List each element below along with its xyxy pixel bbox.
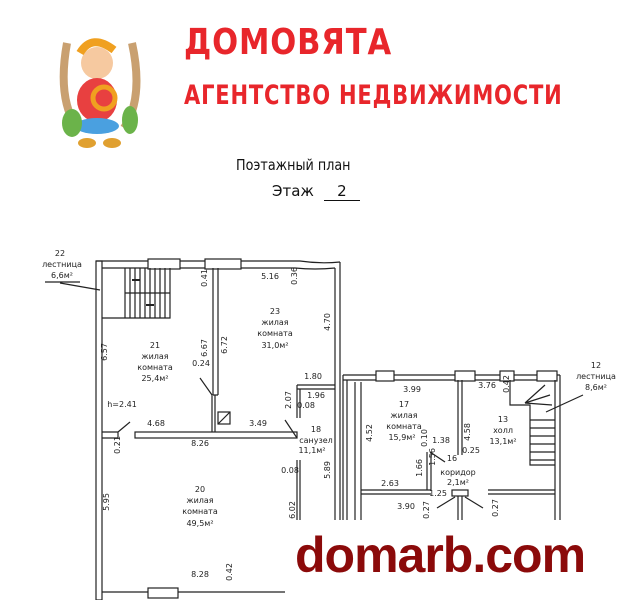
- dimension: 0.10: [420, 429, 429, 447]
- room-16-area: 2,1м²: [447, 478, 469, 487]
- room-22-number: 22: [54, 249, 66, 258]
- room-12-number: 12: [590, 361, 602, 370]
- dimension: 4.68: [147, 419, 165, 428]
- dimension: 0.42: [225, 563, 234, 581]
- room-23-type: жилая: [261, 318, 289, 327]
- dimension: 1.66: [415, 459, 424, 477]
- dimension: 0.21: [113, 436, 122, 454]
- room-22-type: лестница: [42, 260, 82, 269]
- dimension: 8.28: [191, 570, 209, 579]
- room-17-number: 17: [398, 400, 410, 409]
- room-12-type: лестница: [576, 372, 616, 381]
- dimension: 0.41: [200, 269, 209, 287]
- dimension: 0.36: [290, 267, 299, 285]
- dimension: 3.76: [478, 381, 496, 390]
- dimension: 8.26: [191, 439, 209, 448]
- room-20-area: 49,5м²: [186, 519, 214, 528]
- room-12-area: 8,6м²: [585, 383, 607, 392]
- room-21-type2: комната: [137, 363, 173, 372]
- floor-label-text: Этаж: [272, 182, 314, 200]
- dimension: 1.25: [429, 489, 447, 498]
- dimension: 0.42: [502, 375, 511, 393]
- dimension: 0.25: [462, 446, 480, 455]
- dimension: 3.90: [397, 502, 415, 511]
- dimension: 6.67: [200, 339, 209, 357]
- room-13-number: 13: [497, 415, 509, 424]
- dimension: 0.08: [281, 466, 299, 475]
- dimension: 0.08: [297, 401, 315, 410]
- room-17-type2: комната: [386, 422, 422, 431]
- dimension: 5.95: [102, 493, 111, 511]
- dimension: 4.58: [463, 423, 472, 441]
- dimension: 1.80: [304, 372, 322, 381]
- floor-number: 2: [323, 182, 360, 201]
- room-23-number: 23: [269, 307, 281, 316]
- mascot-logo: [59, 38, 141, 148]
- dimension: 1.56: [428, 448, 437, 466]
- room-16-number: 16: [446, 454, 458, 463]
- dimension: 6.57: [100, 343, 109, 361]
- room-20-number: 20: [194, 485, 206, 494]
- room-18-area: 11,1м²: [298, 446, 326, 455]
- dimension: 3.49: [249, 419, 267, 428]
- room-21-type: жилая: [141, 352, 169, 361]
- floor-label: Этаж 2: [272, 182, 360, 201]
- room-22-area: 6,6м²: [51, 271, 73, 280]
- room-18-number: 18: [310, 425, 322, 434]
- dimension: 2.07: [284, 391, 293, 409]
- room-16-type: коридор: [440, 468, 476, 477]
- room-21-area: 25,4м²: [141, 374, 169, 383]
- dimension: 6.72: [220, 336, 229, 354]
- dimension: 5.16: [261, 272, 279, 281]
- room-20-type: жилая: [186, 496, 214, 505]
- room-23-area: 31,0м²: [261, 341, 289, 350]
- dimension: 0.27: [491, 499, 500, 517]
- plan-title: Поэтажный план: [236, 156, 351, 174]
- dimension: 0.24: [192, 359, 210, 368]
- dimension: 4.52: [365, 424, 374, 442]
- dimension: 1.38: [432, 436, 450, 445]
- brand-subtitle: АГЕНТСТВО НЕДВИЖИМОСТИ: [184, 80, 563, 111]
- room-17-area: 15,9м²: [388, 433, 416, 442]
- dimension: 5.89: [323, 461, 332, 479]
- dimension: 4.70: [323, 313, 332, 331]
- room-17-type: жилая: [390, 411, 418, 420]
- dimension: 1.96: [307, 391, 325, 400]
- brand-name: ДОМОВЯТА: [184, 22, 392, 63]
- dimension: 3.99: [403, 385, 421, 394]
- dimension: 6.02: [288, 501, 297, 519]
- room-18-type: санузел: [299, 436, 333, 445]
- watermark-text: domarb.com: [295, 527, 586, 583]
- room-23-type2: комната: [257, 329, 293, 338]
- dimension: 0.27: [422, 501, 431, 519]
- room-13-type: холл: [493, 426, 513, 435]
- dimension: 2.63: [381, 479, 399, 488]
- room-21-number: 21: [149, 341, 161, 350]
- watermark: domarb.com: [285, 520, 630, 600]
- ceiling-height: h=2.41: [107, 400, 137, 409]
- room-13-area: 13,1м²: [489, 437, 517, 446]
- room-20-type2: комната: [182, 507, 218, 516]
